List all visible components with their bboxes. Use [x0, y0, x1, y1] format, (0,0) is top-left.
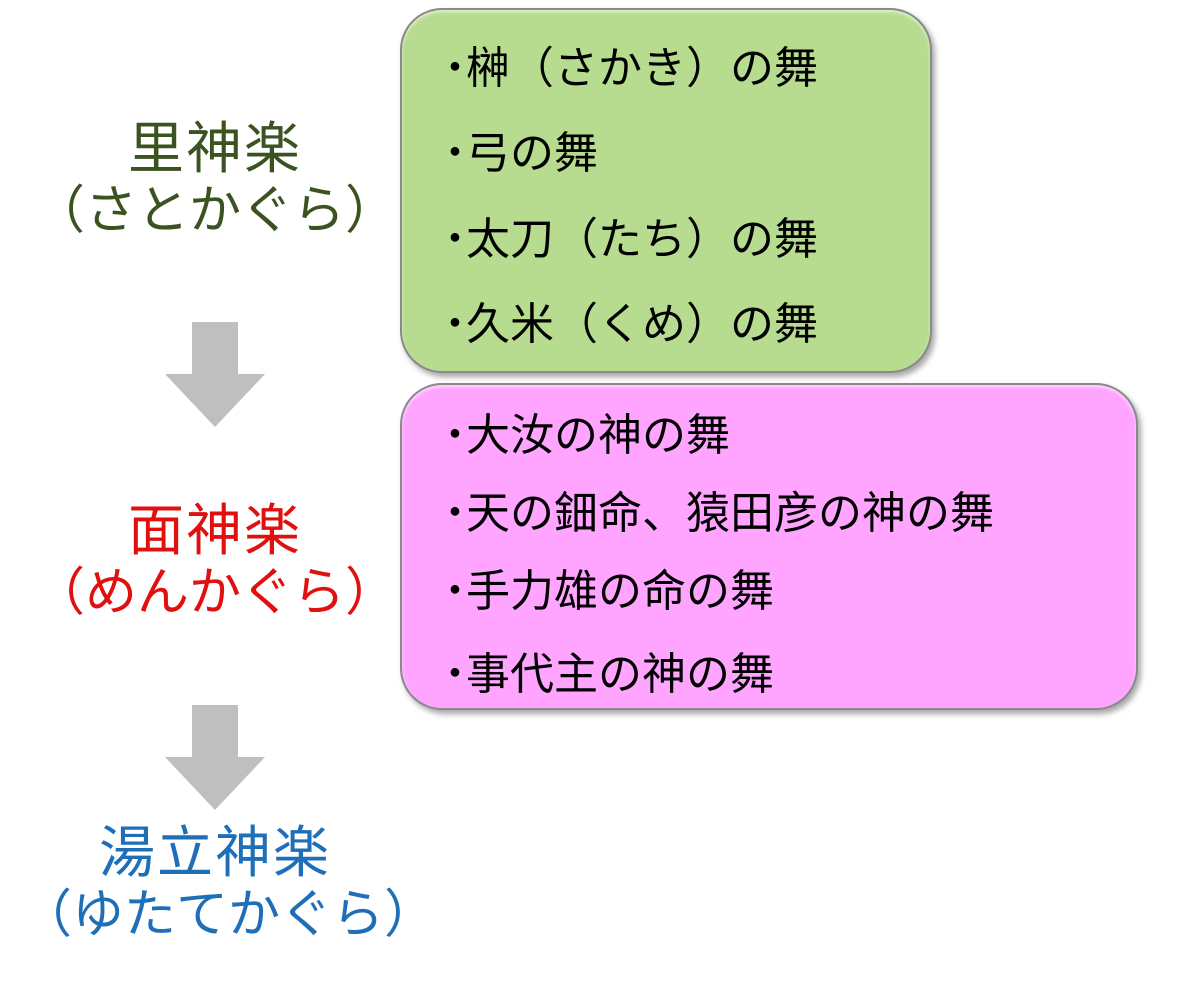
stage-reading: （ゆたてかぐら） [20, 885, 437, 946]
dance-name: 榊（さかき）の舞 [466, 43, 818, 94]
dance-name: 大汝の神の舞 [466, 410, 730, 461]
bullet-icon: ･ [444, 128, 466, 179]
list-item: ･太刀（たち）の舞 [444, 203, 818, 267]
bullet-icon: ･ [444, 214, 466, 265]
list-item: ･久米（くめ）の舞 [444, 288, 818, 352]
arrow-shape [165, 322, 265, 427]
stage-name: 里神楽 [128, 117, 302, 182]
dance-name: 事代主の神の舞 [466, 649, 774, 700]
bullet-icon: ･ [444, 649, 466, 700]
dance-name: 天の鈿命、猿田彦の神の舞 [466, 488, 994, 539]
sato-kagura-dance-list: ･榊（さかき）の舞 ･弓の舞 ･太刀（たち）の舞 ･久米（くめ）の舞 [400, 8, 932, 373]
down-arrow-icon [165, 705, 265, 810]
bullet-icon: ･ [444, 566, 466, 617]
bullet-icon: ･ [444, 43, 466, 94]
list-item: ･榊（さかき）の舞 [444, 32, 818, 96]
list-item: ･天の鈿命、猿田彦の神の舞 [444, 477, 994, 541]
list-item: ･事代主の神の舞 [444, 638, 774, 702]
stage-reading: （めんかぐら） [32, 563, 397, 624]
down-arrow-icon [165, 322, 265, 427]
stage-sato-kagura: 里神楽 （さとかぐら） [20, 117, 410, 242]
dance-name: 弓の舞 [466, 128, 598, 179]
dance-name: 太刀（たち）の舞 [466, 214, 818, 265]
list-item: ･手力雄の命の舞 [444, 555, 774, 619]
stage-name: 面神楽 [128, 499, 302, 564]
dance-name: 久米（くめ）の舞 [466, 299, 818, 350]
arrow-shape [165, 705, 265, 810]
bullet-icon: ･ [444, 410, 466, 461]
list-item: ･大汝の神の舞 [444, 399, 730, 463]
bullet-icon: ･ [444, 488, 466, 539]
stage-men-kagura: 面神楽 （めんかぐら） [20, 499, 410, 624]
bullet-icon: ･ [444, 299, 466, 350]
stage-name: 湯立神楽 [99, 821, 331, 886]
men-kagura-dance-list: ･大汝の神の舞 ･天の鈿命、猿田彦の神の舞 ･手力雄の命の舞 ･事代主の神の舞 [400, 383, 1138, 710]
stage-yutate-kagura: 湯立神楽 （ゆたてかぐら） [20, 821, 437, 946]
dance-name: 手力雄の命の舞 [466, 566, 774, 617]
list-item: ･弓の舞 [444, 117, 598, 181]
stage-reading: （さとかぐら） [32, 181, 397, 242]
